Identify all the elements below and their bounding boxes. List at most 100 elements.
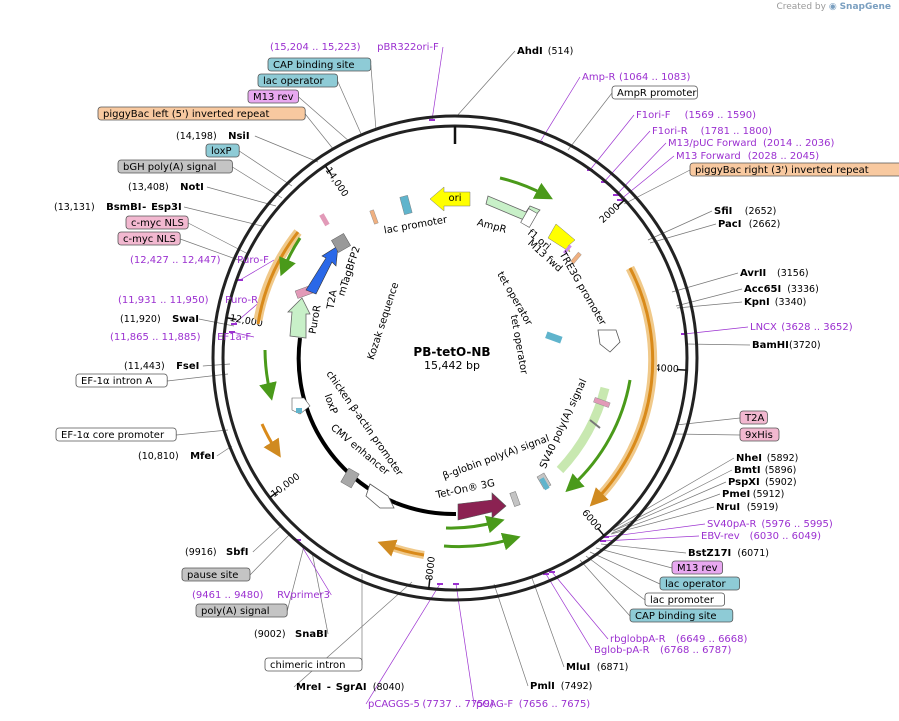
map-label-site: KpnI(3340) (744, 297, 806, 308)
primer-position: (2014 .. 2036) (763, 138, 835, 149)
feature-box (629, 608, 734, 623)
primer-position: (6030 .. 6049) (750, 531, 822, 542)
restriction-site-name: AhdI (517, 46, 543, 57)
map-label-boxleft: loxP (205, 143, 240, 158)
restriction-site-name: NruI (716, 502, 740, 513)
ruler-tick (324, 165, 332, 175)
orange-arc-right-core (589, 267, 655, 507)
label-connector (239, 150, 293, 187)
primer-name: LNCX (750, 322, 777, 333)
map-label-siteleft: (9002)SnaBI (254, 629, 327, 640)
tet-operator-marker-icon (545, 331, 563, 344)
label-connector (232, 166, 283, 199)
feature-label: lac promoter (383, 214, 449, 236)
feature-box (205, 143, 240, 158)
label-connector (675, 288, 743, 307)
label-connector (304, 113, 335, 151)
primer-position: (2028 .. 2045) (748, 151, 820, 162)
map-label-boxleft: EF-1α core promoter (55, 427, 177, 442)
t2a-marker-icon (593, 397, 611, 408)
feature-box-label: EF-1α core promoter (61, 430, 165, 441)
primer-position: (1064 .. 1083) (619, 72, 691, 83)
restriction-site-name: PmlI (530, 681, 555, 692)
backbone-outer-ring (211, 114, 699, 602)
feature-box (264, 657, 363, 672)
feature-box (689, 162, 899, 177)
map-label-primer: F1ori-F(1569 .. 1590) (636, 110, 756, 121)
site-position: (5892) (767, 453, 799, 464)
green-arc-left (279, 237, 302, 277)
credit: Created by ◉ SnapGene (776, 2, 891, 12)
feature-box (671, 560, 723, 575)
map-label-site: PspXI(5902) (728, 477, 797, 488)
restriction-site-name: NsiI (228, 131, 249, 142)
feature-label: ori (448, 193, 461, 204)
primer-name: F1ori-R (652, 126, 688, 137)
feature-arcs (253, 176, 658, 559)
lac-marker-top-icon (399, 195, 413, 215)
mtagbfp2-arrow-icon (305, 245, 339, 295)
feature-box-label: chimeric intron (270, 660, 345, 671)
map-label-siteleft: (9916)SbfI (185, 547, 248, 558)
map-label-sitepairleft: (13,131)BsmBI-Esp3I (54, 202, 182, 213)
primer-name: M13/pUC Forward (668, 138, 757, 149)
bgh-marker-icon (331, 233, 351, 253)
feature-label: β-globin poly(A) signal (441, 433, 550, 482)
map-label-site: NheI(5892) (736, 453, 798, 464)
map-label-primer: LNCX (3628 .. 3652) (750, 322, 853, 333)
label-connector (602, 535, 700, 542)
primer-name: SV40pA-R (707, 519, 756, 530)
ruler-tick-label: 8000 (424, 556, 438, 581)
restriction-site-name-2: Esp3I (151, 202, 182, 213)
feature-box (97, 106, 306, 121)
feature-box-label: poly(A) signal (201, 606, 270, 617)
map-label-siteleft: (11,443)FseI (124, 361, 199, 372)
ori-arrow-icon (429, 186, 471, 212)
9xhis-marker-icon (589, 419, 601, 429)
ruler-tick-label: 14,000 (323, 165, 351, 199)
feature-box (117, 159, 233, 174)
primer-name: Puro-R (225, 295, 258, 306)
site-position: (5919) (747, 502, 779, 513)
map-label-primerleft: (11,931 .. 11,950)Puro-R (118, 295, 258, 306)
map-label-primerleft: (12,427 .. 12,447)Puro-F (130, 255, 269, 266)
primer-position: (9461 .. 9480) (192, 590, 264, 601)
primer-position: (15,204 .. 15,223) (270, 42, 361, 53)
cmv-enhancer-marker-icon (340, 467, 360, 489)
feature-box-label: lac operator (665, 579, 726, 590)
label-connector (675, 417, 741, 426)
label-connector (567, 92, 613, 151)
feature-box-label: lac operator (263, 76, 324, 87)
primer-name: Amp-R (582, 72, 616, 83)
green-arc-bottom (445, 515, 505, 534)
map-label-primer: pCAG-F(7656 .. 7675) (476, 699, 590, 710)
f1-ori-arrow-icon (547, 223, 576, 253)
label-connector (298, 96, 351, 143)
label-connector (610, 506, 715, 535)
feature-box-label: lac promoter (650, 595, 715, 606)
ruler-tick-label: 4000 (654, 363, 679, 375)
ruler-tick (226, 316, 237, 321)
map-label-siteleft: (14,198)NsiI (176, 131, 250, 142)
orange-arc-bottom-core (377, 539, 425, 557)
feature-box (181, 567, 251, 582)
feature-box (55, 427, 177, 442)
map-label-site: NruI (5919) (716, 502, 778, 513)
label-connector (231, 331, 255, 338)
site-position: (3336) (787, 284, 819, 295)
feature-box (117, 231, 181, 246)
map-label-siteleft: (11,920)SwaI (120, 314, 199, 325)
feature-label: Kozak sequence (366, 281, 401, 361)
feature-box-label: piggyBac right (3') inverted repeat (695, 165, 869, 176)
primer-position: (3628 .. 3652) (781, 322, 853, 333)
label-connector (585, 555, 646, 601)
feature-box (739, 410, 768, 425)
feature-box-label: bGH poly(A) signal (123, 162, 216, 173)
feature-label: TRE3G promoter (556, 249, 608, 328)
label-connector (455, 583, 475, 705)
map-label-sitepair: MreI-SgrAI(8040) (296, 682, 404, 693)
feature-label: T2A (325, 289, 339, 311)
site-position: (514) (548, 46, 574, 57)
primer-position: (1569 .. 1590) (685, 110, 757, 121)
feature-label: loxP (322, 393, 339, 416)
